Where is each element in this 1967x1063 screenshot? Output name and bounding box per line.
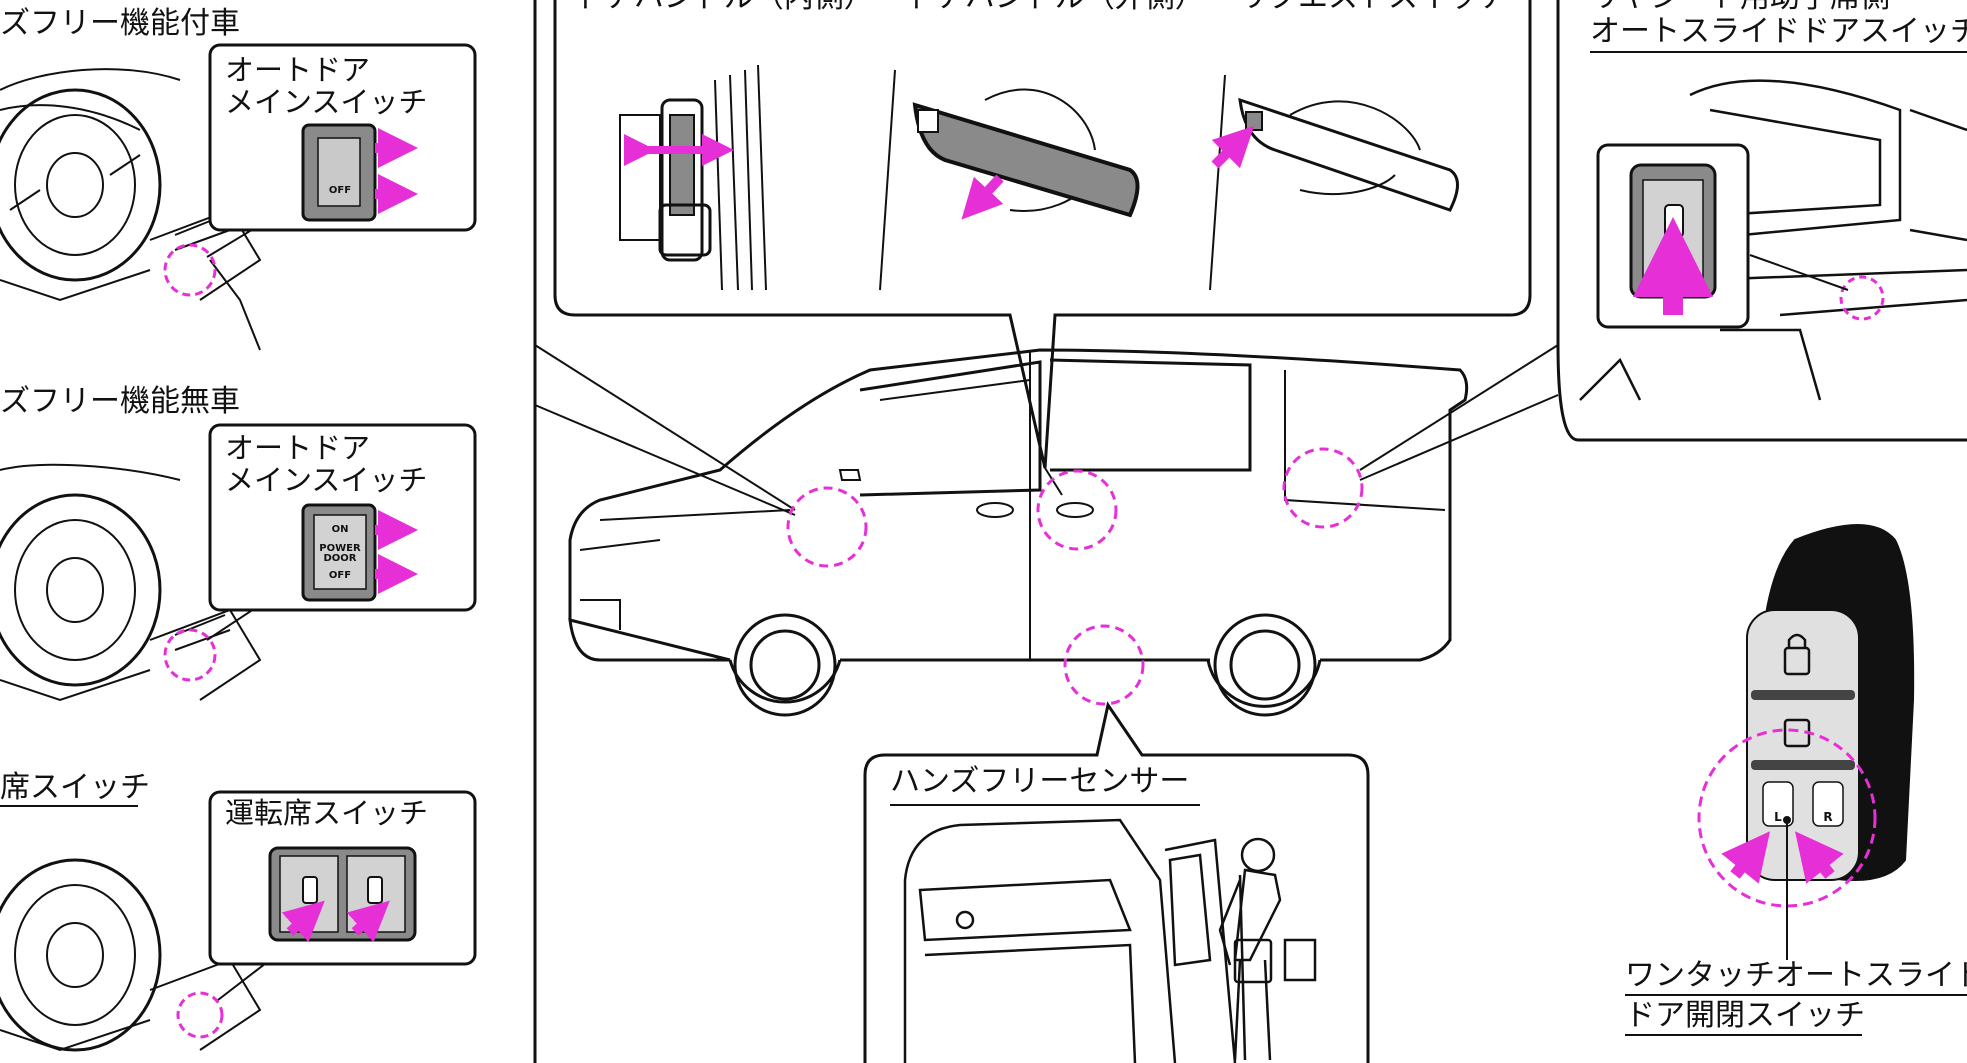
callout-2-line1: オートドア: [225, 431, 371, 465]
dashboard-illustration-2: [0, 463, 262, 702]
callout-1-line1: オートドア: [225, 53, 371, 87]
sensor-callout-box: [863, 701, 1370, 1063]
person-illustration: [1218, 837, 1317, 1061]
magenta-circle-3: [176, 991, 224, 1039]
switch-1-off-label: OFF: [328, 185, 352, 196]
magenta-circle-sensor: [1063, 624, 1145, 706]
switch-2-door-label: DOOR: [323, 553, 357, 564]
magenta-circle-rear-switch: [1282, 447, 1364, 529]
key-r-label: R: [1823, 810, 1833, 824]
section-title-no-handsfree: ズフリー機能無車: [0, 384, 240, 419]
label-inner-handle: ドアハンドル（内側）: [575, 0, 874, 16]
label-request-switch: リクエストスイッチ: [1238, 0, 1508, 16]
van-side-illustration: [568, 348, 1469, 717]
section-title-handsfree: ズフリー機能付車: [0, 6, 240, 41]
label-rear-seat-cut: リヤシート用助手席側: [1590, 0, 1890, 16]
label-handsfree-sensor: ハンズフリーセンサー: [890, 764, 1190, 799]
section-title-driver: 席スイッチ: [0, 770, 150, 805]
outer-handle-illustration: [879, 69, 1140, 291]
dashboard-illustration-3: [0, 858, 262, 1052]
key-fob: [1746, 524, 1915, 882]
magenta-circle-inner-handle: [786, 486, 868, 568]
callout-2-line2: メインスイッチ: [225, 463, 428, 497]
key-caption-line2: ドア開閉スイッチ: [1625, 998, 1865, 1033]
dashboard-illustration-1: [0, 68, 262, 351]
callout-1-line2: メインスイッチ: [225, 85, 428, 119]
magenta-circle-outer-handle: [1036, 469, 1118, 551]
magenta-circle-2: [163, 628, 217, 682]
magenta-circle-1: [163, 243, 217, 297]
rear-interior-illustration: [1579, 79, 1967, 401]
callout-3-label: 運転席スイッチ: [225, 796, 429, 830]
van-rear-illustration: [903, 818, 1247, 1063]
key-caption-line1: ワンタッチオートスライド: [1625, 958, 1967, 993]
label-outer-handle: ドアハンドル（外側）: [906, 0, 1205, 16]
magenta-circle-key: [1697, 728, 1877, 908]
label-auto-slide-switch: オートスライドドアスイッチ: [1590, 14, 1967, 49]
switch-2-off-label: OFF: [328, 570, 352, 581]
key-l-label: L: [1774, 810, 1782, 824]
switch-2-on-label: ON: [331, 524, 349, 535]
request-switch-illustration: [1209, 74, 1459, 291]
switch-2-power-label: POWER: [319, 543, 361, 554]
magenta-circle-rear-door-switch: [1839, 275, 1885, 321]
